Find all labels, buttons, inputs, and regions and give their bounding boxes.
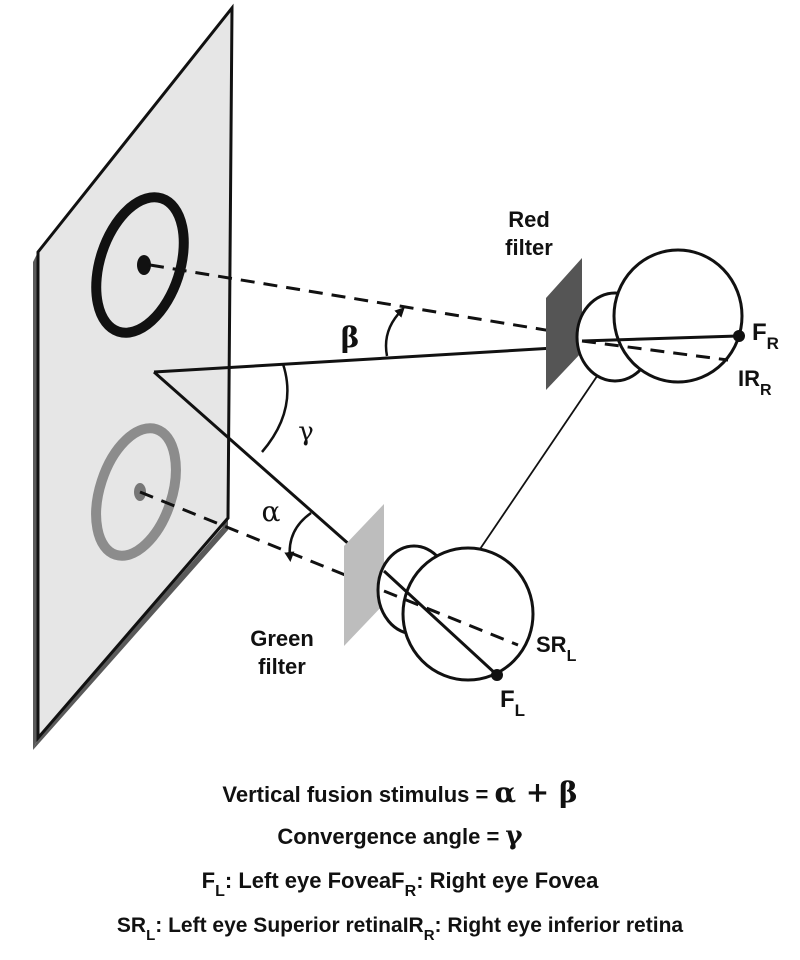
- caption-retina-definitions: SRL: Left eye Superior retinaIRR: Right …: [117, 914, 683, 944]
- left-eye-dashed-inner: [383, 589, 519, 647]
- left-eye-axis-inner: [382, 569, 499, 677]
- angle-marks: [261, 307, 405, 562]
- irr-label: IRR: [738, 366, 772, 399]
- interocular-baseline: [477, 359, 609, 553]
- target-dot-upper: [137, 255, 151, 275]
- caption-srl-sub: L: [146, 927, 155, 944]
- caption-vertical-fusion-formula: α + β: [494, 776, 577, 809]
- red-filter-label-line1: Red: [508, 207, 550, 232]
- right-eye: [575, 248, 745, 384]
- caption-fl-desc: : Left eye Fovea: [225, 868, 392, 893]
- fl-label-main: F: [500, 686, 515, 713]
- caption-fovea-definitions: FL: Left eye FoveaFR: Right eye Fovea: [202, 868, 599, 900]
- target-red-upper: [91, 192, 189, 338]
- srl-label-main: SR: [536, 632, 567, 657]
- fr-label-sub: R: [767, 334, 779, 353]
- caption-vertical-fusion-text: Vertical fusion stimulus =: [222, 782, 494, 807]
- left-eye: [376, 544, 535, 682]
- right-fovea-dot: [733, 330, 745, 342]
- left-fovea-dot: [491, 669, 503, 681]
- green-filter: [344, 504, 384, 646]
- caption-vertical-fusion: Vertical fusion stimulus = α + β: [222, 776, 577, 809]
- caption-irr-main: IR: [403, 914, 424, 937]
- screen-face: [36, 3, 234, 743]
- caption-convergence-symbol: γ: [505, 821, 523, 851]
- irr-label-sub: R: [760, 382, 772, 399]
- beta-arc-arrow: [384, 307, 405, 357]
- gamma-arc: [261, 363, 289, 453]
- caption-srl-main: SR: [117, 914, 146, 937]
- caption-irr-desc: : Right eye inferior retina: [435, 914, 684, 937]
- green-filter-label-line1: Green: [250, 626, 314, 651]
- caption-convergence-angle: Convergence angle = γ: [277, 821, 523, 851]
- right-eye-axis-inner: [581, 334, 739, 343]
- beta-label: β: [341, 321, 360, 354]
- red-filter: [546, 258, 582, 390]
- caption-fr-desc: : Right eye Fovea: [416, 868, 599, 893]
- green-filter-label-line2: filter: [258, 654, 306, 679]
- fr-label: FR: [752, 319, 779, 353]
- alpha-label: α: [262, 495, 281, 528]
- srl-label-sub: L: [567, 648, 577, 665]
- left-eyeball: [401, 546, 535, 682]
- right-eyeball: [612, 248, 744, 384]
- caption-convergence-text: Convergence angle =: [277, 824, 505, 849]
- caption-fr-main: F: [391, 868, 404, 893]
- gamma-label: γ: [298, 417, 314, 447]
- caption-fl-main: F: [202, 868, 215, 893]
- fl-label-sub: L: [515, 701, 525, 720]
- screen-bottom-edge: [33, 518, 228, 750]
- caption-fr-sub: R: [405, 883, 417, 900]
- right-eye-dashed-inner: [581, 339, 729, 362]
- srl-label: SRL: [536, 632, 577, 665]
- target-ring-upper: [91, 192, 189, 338]
- caption-irr-sub: R: [424, 927, 435, 944]
- stimulus-screen: [33, 3, 234, 750]
- irr-label-main: IR: [738, 366, 760, 391]
- fl-label: FL: [500, 686, 525, 720]
- caption-fl-sub: L: [215, 883, 225, 900]
- fr-label-main: F: [752, 319, 767, 346]
- red-filter-label-line2: filter: [505, 235, 553, 260]
- caption-srl-desc: : Left eye Superior retina: [155, 914, 403, 937]
- alpha-arc-arrow: [284, 511, 312, 562]
